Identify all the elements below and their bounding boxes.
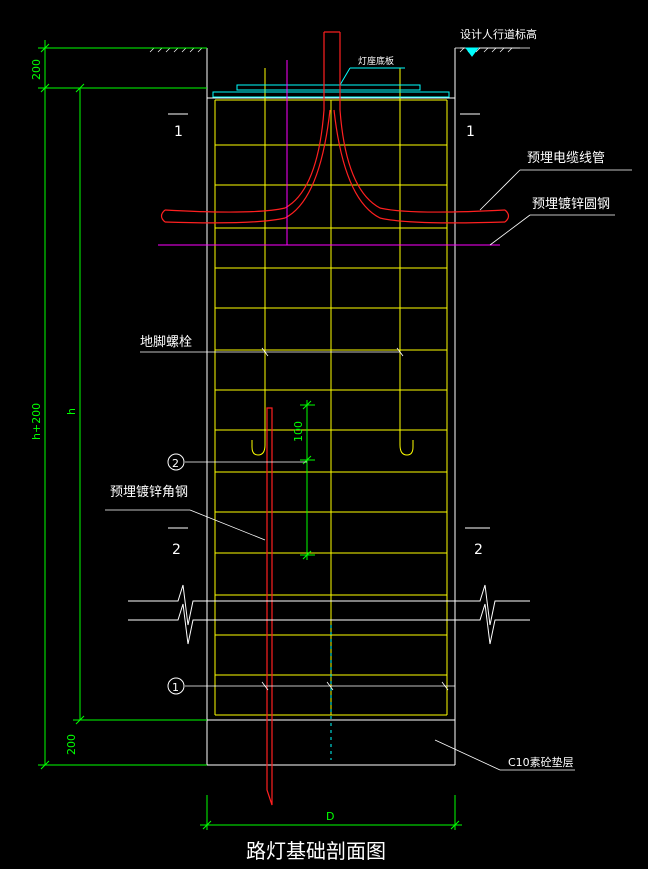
break-line [128, 584, 530, 645]
section-mark-1-right: 1 [466, 124, 475, 140]
anchor-bolts [251, 68, 414, 456]
grade-marker [465, 47, 479, 57]
anchor-bolt-label: 地脚螺栓 [140, 334, 192, 350]
dim-top-200: 200 [30, 59, 43, 80]
callout-1-number: 1 [172, 681, 179, 694]
ground-hatch [145, 47, 520, 53]
dim-h: h [65, 408, 78, 415]
callout-circles [167, 453, 185, 695]
cable-conduit [160, 31, 510, 224]
dimension-lines [38, 40, 462, 830]
lamp-base-plate [212, 67, 450, 98]
rebar-cage [214, 99, 448, 716]
dim-total: h+200 [30, 403, 43, 440]
cable-conduit-label: 预埋电缆线管 [527, 150, 605, 166]
dim-bottom-200: 200 [65, 734, 78, 755]
galv-round-steel [158, 60, 500, 246]
lamp-base-label: 灯座底板 [358, 55, 394, 67]
drawing-title: 路灯基础剖面图 [246, 839, 386, 863]
galv-angle-steel-label: 预埋镀锌角钢 [110, 484, 188, 500]
galv-round-steel-label: 预埋镀锌圆钢 [532, 196, 610, 212]
section-marker-lines [168, 113, 490, 529]
c10-cushion-label: C10素砼垫层 [508, 755, 574, 769]
section-mark-2-right: 2 [474, 542, 483, 558]
section-mark-1-left: 1 [174, 124, 183, 140]
galv-angle-steel [266, 407, 273, 806]
section-mark-2-left: 2 [172, 542, 181, 558]
dim-width-d: D [326, 810, 334, 823]
dim-anchor-100: 100 [292, 421, 305, 442]
design-grade-label: 设计人行道标高 [460, 27, 537, 41]
callout-2-number: 2 [172, 457, 179, 470]
foundation-outline [206, 48, 456, 766]
